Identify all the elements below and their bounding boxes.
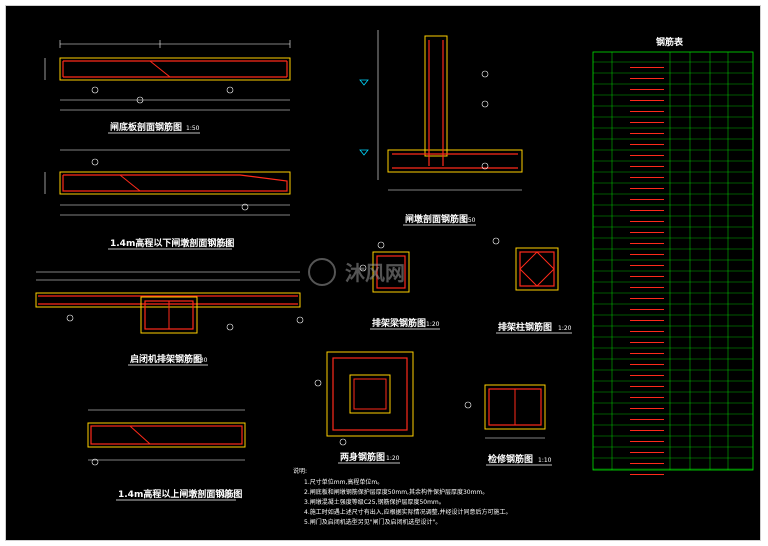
frame-beam-drawing [359,241,410,293]
wall-above-drawing [87,409,246,466]
drawing-sheet [5,5,761,541]
notes-block: 说明: 1.尺寸单位mm,高程单位m。 2.闸底板和闸墩钢筋保护层厚度50mm,… [293,467,512,526]
note-line-4: 4.施工时如遇上述尺寸有出入,应根据实际情况调整,并经设计同意后方可施工。 [304,508,512,516]
gate-pier-sill-title: 启闭机排架钢筋图 [130,353,202,365]
watermark: 沐风网 [308,258,405,286]
bottom-plate-title: 闸底板剖面钢筋图 [110,121,182,133]
bottom-plate-drawing [44,40,291,111]
rebar-table-title: 钢筋表 [656,36,684,48]
pier-section-scale: 1:50 [462,217,476,224]
two-beam-scale: 1:20 [386,455,400,462]
frame-column-drawing [492,237,559,291]
note-line-5: 5.闸门及启闭机选型另见"闸门及启闭机选型设计"。 [304,518,441,526]
wall-above-title: 1.4m高程以上闸墩剖面钢筋图 [118,488,242,500]
rebar-table-rows [593,61,753,475]
wall-below-drawing [44,149,291,216]
note-line-2: 2.闸底板和闸墩钢筋保护层厚度50mm,其余构件保护层厚度30mm。 [304,488,488,496]
light-beam-title: 检修钢筋图 [488,453,533,465]
notes-heading: 说明: [293,467,307,475]
two-beam-drawing [314,351,414,446]
light-beam-drawing [464,384,546,439]
note-line-3: 3.闸墩混凝土强度等级C25,钢筋保护层厚度50mm。 [304,498,445,506]
light-beam-scale: 1:10 [538,457,552,464]
wall-below-title: 1.4m高程以下闸墩剖面钢筋图 [110,237,234,249]
bottom-plate-scale: 1:50 [186,125,200,132]
frame-column-scale: 1:20 [558,325,572,332]
gate-pier-sill-scale: 1:30 [194,357,208,364]
frame-beam-title: 排架梁钢筋图 [372,317,426,329]
pier-section-title: 闸墩剖面钢筋图 [405,213,468,225]
wall-below-scale: 1:30 [218,241,232,248]
frame-beam-scale: 1:20 [426,321,440,328]
wall-above-scale: 1:50 [222,492,236,499]
rebar-table [592,51,754,475]
frame-column-title: 排架柱钢筋图 [498,321,552,333]
pier-section-drawing [359,30,523,191]
watermark-text: 沐风网 [345,261,405,285]
two-beam-title: 两身钢筋图 [340,451,385,463]
note-line-1: 1.尺寸单位mm,高程单位m。 [304,478,383,486]
gate-pier-sill-drawing [35,271,304,334]
